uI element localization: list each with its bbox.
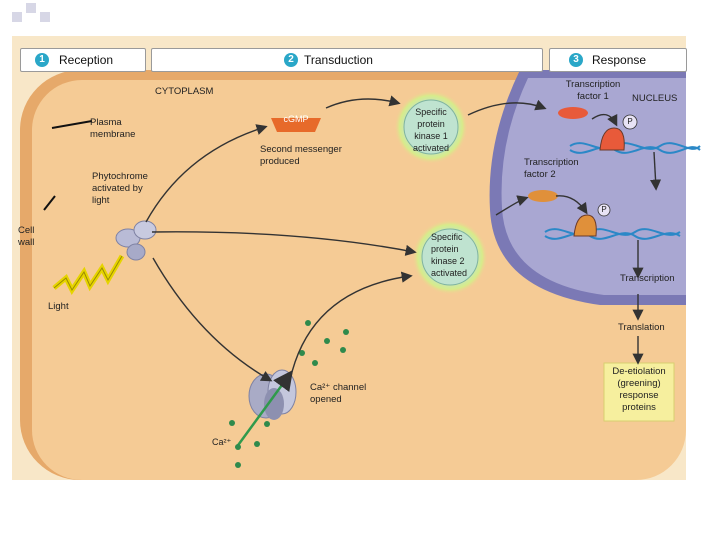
- stage-reception-box: 1 Reception: [20, 48, 146, 72]
- plasma-membrane-label: Plasma membrane: [90, 117, 136, 140]
- ca-channel-label: Ca²⁺ channel opened: [310, 382, 367, 405]
- stage-title-transduction: Transduction: [304, 53, 373, 67]
- stage-title-response: Response: [592, 53, 647, 67]
- nucleus-label: NUCLEUS: [632, 93, 678, 104]
- cgmp-shape: [271, 118, 321, 132]
- light-label: Light: [48, 301, 69, 312]
- cell-wall-pointer: [43, 195, 56, 211]
- transcription-factor-1-inactive: [558, 107, 588, 119]
- phytochrome: [115, 220, 157, 261]
- nucleus-interior: [501, 78, 686, 295]
- translation-label: Translation: [618, 322, 665, 333]
- dna-strand-1: [569, 142, 701, 154]
- stage-number-1: 1: [35, 53, 49, 67]
- pathway-arrows: [145, 95, 662, 382]
- transcription-factor-1-label: Transcription factor 1: [565, 79, 621, 102]
- transcription-label: Transcription: [620, 273, 675, 284]
- transcription-factor-2-inactive: [528, 190, 558, 202]
- phosphate-2-label: P: [601, 205, 607, 214]
- calcium-flow-arrow: [234, 369, 293, 449]
- cytoplasm-label: CYTOPLASM: [155, 86, 214, 97]
- kinase-2: [421, 228, 479, 286]
- cell-wall-label: Cell wall: [18, 225, 35, 248]
- stage-number-2: 2: [284, 53, 298, 67]
- transcription-factor-2-label: Transcription factor 2: [524, 157, 579, 180]
- stage-number-3: 3: [569, 53, 583, 67]
- phytochrome-label: Phytochrome activated by light: [92, 171, 148, 206]
- kinase-1-label: Specific protein kinase 1 activated: [412, 107, 450, 153]
- phosphate-1: [622, 114, 638, 130]
- phosphate-1-label: P: [627, 117, 633, 126]
- response-proteins-label: De-etiolation (greening) response protei…: [612, 366, 666, 413]
- cgmp-label: cGMP: [283, 114, 309, 124]
- dna-strand-2: [544, 228, 681, 240]
- transcription-factor-2-bound: [573, 214, 597, 237]
- second-messenger-label: Second messenger produced: [260, 144, 342, 167]
- membrane-pointer: [51, 120, 93, 129]
- stage-response-box: 3 Response: [549, 48, 687, 72]
- stage-transduction-box: 2 Transduction: [151, 48, 543, 72]
- transcription-factor-1-bound: [599, 127, 625, 151]
- light-ray-outline: [53, 255, 123, 291]
- stage-title-reception: Reception: [59, 53, 114, 67]
- kinase-2-label: Specific protein kinase 2 activated: [431, 232, 468, 278]
- response-proteins-box: [603, 362, 675, 422]
- kinase-1: [403, 99, 459, 155]
- calcium-ion-label: Ca²⁺: [212, 437, 232, 447]
- corner-square: [12, 12, 22, 22]
- corner-square: [40, 12, 50, 22]
- corner-square: [26, 3, 36, 13]
- calcium-ions: [229, 320, 349, 468]
- phosphate-2: [597, 203, 611, 217]
